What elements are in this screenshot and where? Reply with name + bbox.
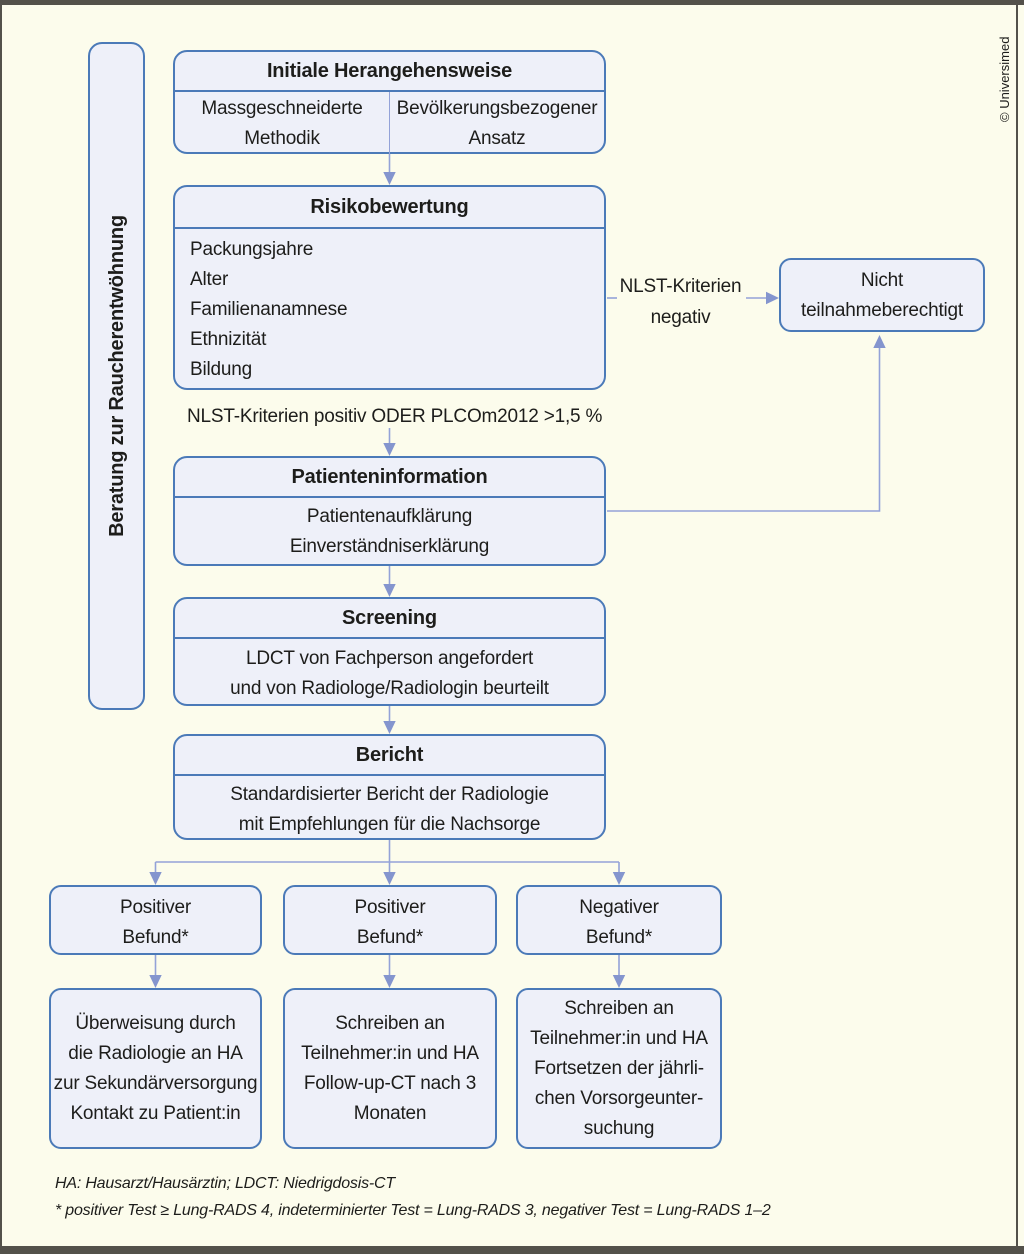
report-box: Bericht Standardisierter Bericht der Rad… <box>173 734 606 840</box>
initial-approach-body: Massgeschneiderte Methodik Bevölkerungsb… <box>175 92 604 154</box>
report-body: Standardisierter Bericht der Radiologie … <box>230 784 549 835</box>
smoking-cessation-sidebar: Beratung zur Raucherentwöhnung <box>88 42 145 710</box>
patient-information-body: Patientenaufklärung Einverständniserklär… <box>289 506 490 557</box>
negative-finding-box: Negativer Befund* <box>516 885 722 955</box>
initial-approach-box: Initiale Herangehensweise Massgeschneide… <box>173 50 606 154</box>
tailored-method-cell: Massgeschneiderte Methodik <box>175 92 390 154</box>
risk-factor-item: Bildung <box>190 359 252 380</box>
risk-assessment-box: Risikobewertung Packungsjahre Alter Fami… <box>173 185 606 390</box>
risk-assessment-title: Risikobewertung <box>175 187 604 229</box>
risk-factor-item: Ethnizität <box>190 329 267 350</box>
figure-frame-bottom <box>0 1246 1024 1254</box>
screening-title: Screening <box>175 599 604 639</box>
continue-screening-action-box: Schreiben an Teilnehmer:in und HA Fortse… <box>516 988 722 1149</box>
risk-factor-list: Packungsjahre Alter Familienanamnese Eth… <box>175 229 604 385</box>
nlst-negative-label: NLST-Kriterien negativ <box>619 276 742 328</box>
initial-approach-title: Initiale Herangehensweise <box>175 52 604 92</box>
figure-frame-right <box>1016 0 1018 1254</box>
risk-factor-item: Familienanamnese <box>190 299 348 320</box>
screening-body: LDCT von Fachperson angefordert und von … <box>230 648 549 699</box>
figure-frame-left <box>0 0 2 1254</box>
abbreviation-footnote: HA: Hausarzt/Hausärztin; LDCT: Niedrigdo… <box>55 1175 395 1192</box>
screening-box: Screening LDCT von Fachperson angeforder… <box>173 597 606 706</box>
report-title: Bericht <box>175 736 604 776</box>
copyright-credit: © Universimed <box>997 36 1012 122</box>
positive-finding-box-2: Positiver Befund* <box>283 885 497 955</box>
positive-finding-box-1: Positiver Befund* <box>49 885 262 955</box>
figure-frame-top <box>0 0 1024 5</box>
risk-factor-item: Packungsjahre <box>190 239 314 260</box>
lungrads-footnote: * positiver Test ≥ Lung-RADS 4, indeterm… <box>55 1202 771 1219</box>
smoking-cessation-label: Beratung zur Raucherentwöhnung <box>105 215 128 537</box>
population-approach-cell: Bevölkerungsbezogener Ansatz <box>396 98 598 149</box>
patient-information-title: Patienteninformation <box>175 458 604 498</box>
risk-factor-item: Alter <box>190 269 229 290</box>
arrowheads <box>149 172 886 988</box>
patient-information-box: Patienteninformation Patientenaufklärung… <box>173 456 606 566</box>
followup-ct-action-box: Schreiben an Teilnehmer:in und HA Follow… <box>283 988 497 1149</box>
referral-action-box: Überweisung durch die Radiologie an HA z… <box>49 988 262 1149</box>
nlst-positive-label: NLST-Kriterien positiv ODER PLCOm2012 >1… <box>187 406 603 427</box>
not-eligible-box: Nicht teilnahmeberechtigt <box>779 258 985 332</box>
